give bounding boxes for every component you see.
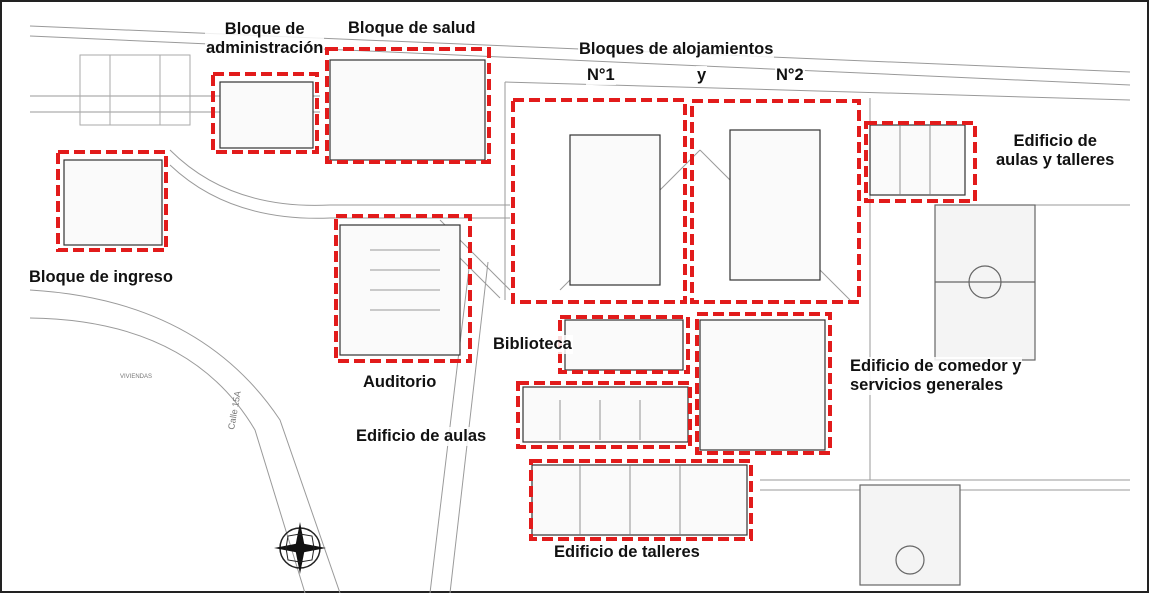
zone-comedor <box>695 312 832 455</box>
zone-edificio-aulas <box>516 381 692 449</box>
interior-details <box>370 125 931 535</box>
zone-alojamiento-2 <box>690 99 861 304</box>
label-comedor-line1: Edificio de comedor y <box>850 357 1022 375</box>
label-alojamientos-n2: N°2 <box>775 66 805 85</box>
label-bloque-administracion-line2: administración <box>206 39 324 57</box>
buildings <box>63 59 966 536</box>
label-alojamientos-y: y <box>696 66 708 85</box>
parking-area <box>79 54 191 126</box>
label-biblioteca: Biblioteca <box>492 335 573 354</box>
area-label: VIVIENDAS <box>120 374 152 380</box>
zone-administracion <box>211 72 319 154</box>
zone-salud <box>325 47 491 164</box>
label-comedor: Edificio de comedor y servicios generale… <box>849 357 1023 395</box>
label-aulas-talleres-line2: aulas y talleres <box>996 151 1115 169</box>
sports-courts <box>859 204 1036 586</box>
zone-talleres <box>529 459 753 541</box>
label-bloque-administracion: Bloque de administración <box>205 20 325 58</box>
label-bloque-salud: Bloque de salud <box>347 19 477 38</box>
label-alojamientos-n1: N°1 <box>586 66 616 85</box>
label-aulas-talleres-line1: Edificio de <box>1013 132 1097 150</box>
zone-auditorio <box>334 214 472 363</box>
label-alojamientos-title: Bloques de alojamientos <box>578 40 775 59</box>
label-edificio-talleres: Edificio de talleres <box>553 543 701 562</box>
zone-ingreso <box>56 150 168 252</box>
label-aulas-talleres: Edificio de aulas y talleres <box>995 132 1116 170</box>
label-bloque-ingreso: Bloque de ingreso <box>28 268 174 287</box>
zone-aulas-talleres <box>864 121 977 203</box>
compass-rose-icon <box>274 522 326 574</box>
label-bloque-administracion-line1: Bloque de <box>224 20 305 38</box>
zone-alojamiento-1 <box>511 98 687 304</box>
label-comedor-line2: servicios generales <box>850 376 1004 394</box>
label-auditorio: Auditorio <box>362 373 438 392</box>
label-edificio-aulas: Edificio de aulas <box>355 427 488 446</box>
